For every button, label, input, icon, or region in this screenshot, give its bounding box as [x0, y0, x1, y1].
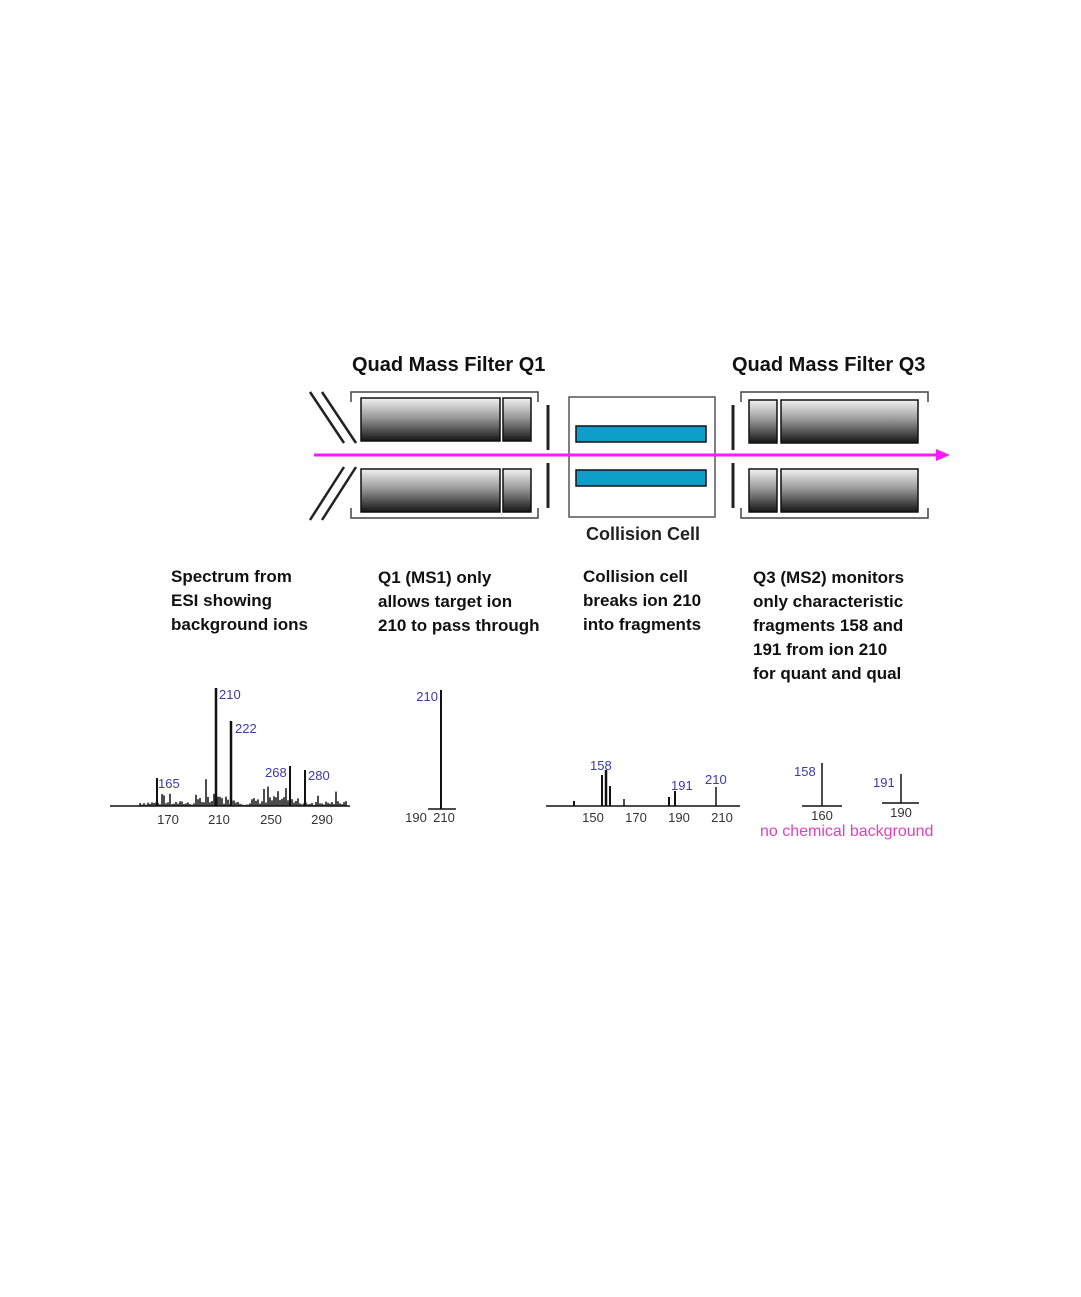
peak-label: 210	[219, 687, 241, 702]
no-background-note: no chemical background	[760, 823, 933, 840]
entrance-lens	[308, 391, 358, 521]
caption-collision-cell: Collision cell breaks ion 210 into fragm…	[583, 567, 706, 634]
background-ion-peaks	[139, 779, 347, 806]
peak-label: 222	[235, 721, 257, 736]
peak-label: 191	[873, 775, 895, 790]
ion-beam-arrow	[314, 449, 950, 461]
tick-label: 250	[260, 812, 282, 827]
q1-rod	[360, 468, 501, 513]
peak-label: 158	[794, 764, 816, 779]
tick-label: 160	[811, 808, 833, 823]
tick-label: 210	[711, 810, 733, 825]
q1-spectrum: 210 190 210	[405, 689, 456, 825]
caption-esi: Spectrum from ESI showing background ion…	[171, 567, 308, 634]
tick-label: 290	[311, 812, 333, 827]
q3-quadrupole	[731, 391, 929, 519]
collision-cell	[568, 396, 716, 518]
collision-cell-label: Collision Cell	[586, 524, 700, 544]
q3-rod	[780, 468, 919, 513]
collision-rod	[575, 469, 707, 487]
q1-rod	[360, 397, 501, 442]
tick-label: 190	[405, 810, 427, 825]
caption-q3: Q3 (MS2) monitors only characteristic fr…	[753, 568, 909, 683]
q3-prefilter-rod	[748, 399, 778, 444]
q3-spectrum: 158 160 191 190	[794, 763, 919, 823]
q3-prefilter-rod	[748, 468, 778, 513]
tick-label: 170	[625, 810, 647, 825]
peak-label: 158	[590, 758, 612, 773]
collision-rod	[575, 425, 707, 443]
q1-prefilter-rod	[502, 468, 532, 513]
peak-label: 280	[308, 768, 330, 783]
peak-label: 165	[158, 776, 180, 791]
tick-label: 190	[890, 805, 912, 820]
q1-prefilter-rod	[502, 397, 532, 442]
q3-header: Quad Mass Filter Q3	[732, 354, 925, 376]
tick-label: 190	[668, 810, 690, 825]
q1-quadrupole	[350, 391, 550, 519]
peak-label: 268	[265, 765, 287, 780]
fragment-spectrum: 158 191 210 150 170 190 210	[546, 758, 740, 825]
peak-label: 191	[671, 778, 693, 793]
peak-label: 210	[416, 689, 438, 704]
q3-rod	[780, 399, 919, 444]
esi-spectrum: 165 210 222 268 280 170 210 250 290	[110, 687, 350, 827]
peak-label: 210	[705, 772, 727, 787]
q1-header: Quad Mass Filter Q1	[352, 354, 545, 376]
caption-q1: Q1 (MS1) only allows target ion 210 to p…	[378, 568, 540, 635]
tick-label: 150	[582, 810, 604, 825]
tick-label: 210	[208, 812, 230, 827]
tick-label: 170	[157, 812, 179, 827]
tick-label: 210	[433, 810, 455, 825]
